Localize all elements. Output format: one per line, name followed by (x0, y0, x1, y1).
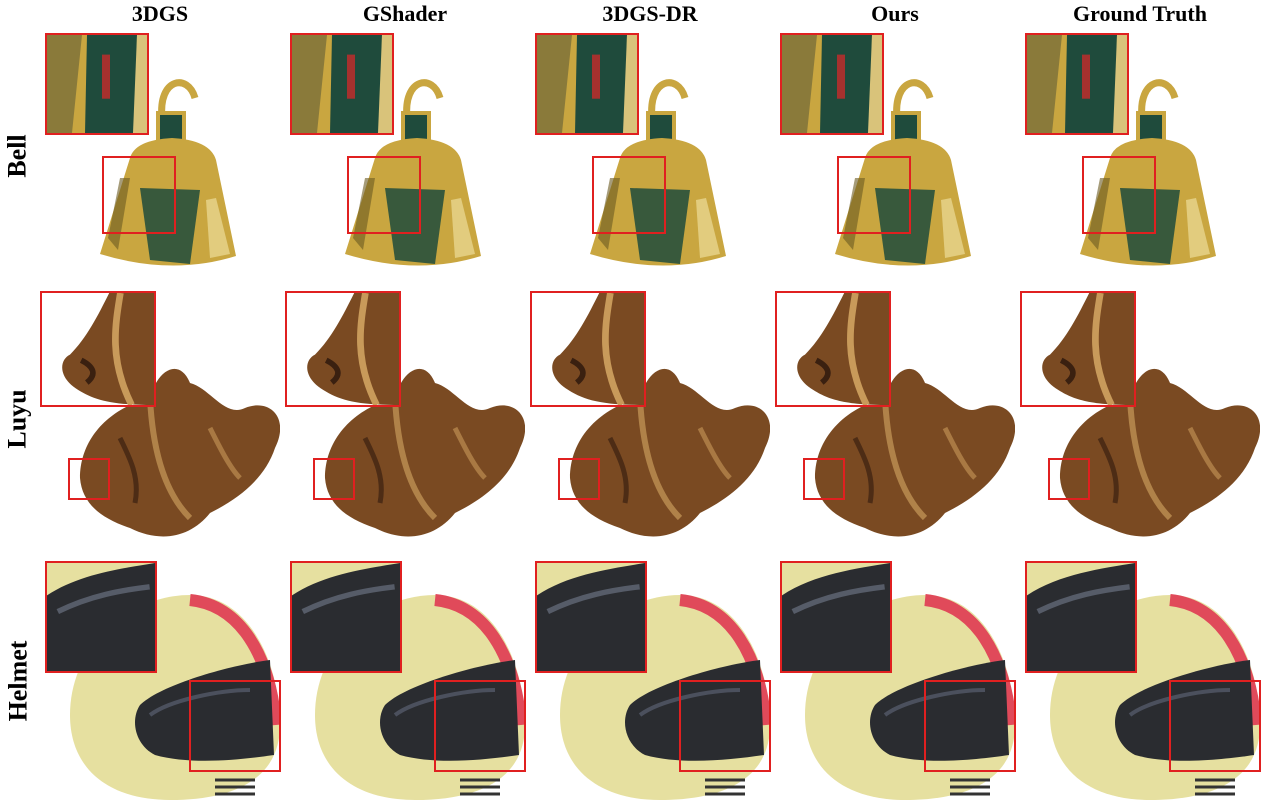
luyu-render (325, 368, 525, 537)
column-header-1: GShader (362, 1, 448, 26)
zoom-region-box (434, 680, 526, 772)
zoom-region-box (68, 458, 110, 500)
zoom-region-box (1169, 680, 1261, 772)
row-label-text: Bell (3, 134, 32, 178)
zoom-inset (285, 291, 401, 407)
zoom-inset (780, 561, 892, 673)
luyu-render (570, 368, 770, 537)
panel-helmet-4 (1020, 555, 1261, 807)
zoom-inset (780, 33, 884, 135)
zoom-inset (775, 291, 891, 407)
panel-helmet-1 (285, 555, 526, 807)
zoom-region-box (313, 458, 355, 500)
zoom-inset (40, 291, 156, 407)
panel-bell-3 (775, 28, 1015, 284)
column-header-2: 3DGS-DR (602, 1, 698, 26)
luyu-render (80, 368, 280, 537)
zoom-region-box (189, 680, 281, 772)
zoom-region-box (837, 156, 911, 234)
panel-bell-2 (530, 28, 770, 284)
row-label-text: Luyu (3, 389, 33, 449)
column-header-3: Ours (871, 1, 919, 26)
panel-luyu-2 (530, 288, 770, 550)
zoom-region-box (102, 156, 176, 234)
panel-bell-4 (1020, 28, 1260, 284)
panel-helmet-2 (530, 555, 771, 807)
zoom-inset (290, 33, 394, 135)
zoom-inset (530, 291, 646, 407)
column-header-0: 3DGS (131, 1, 189, 26)
panel-luyu-0 (40, 288, 280, 550)
panel-bell-1 (285, 28, 525, 284)
panel-luyu-1 (285, 288, 525, 550)
zoom-inset (45, 33, 149, 135)
zoom-region-box (1048, 458, 1090, 500)
zoom-region-box (558, 458, 600, 500)
zoom-region-box (347, 156, 421, 234)
panel-bell-0 (40, 28, 280, 284)
panel-helmet-0 (40, 555, 281, 807)
helmet-render (70, 594, 280, 800)
row-label-helmet: Helmet (0, 555, 36, 807)
zoom-region-box (1082, 156, 1156, 234)
zoom-inset (1025, 561, 1137, 673)
zoom-inset (535, 33, 639, 135)
zoom-inset (1025, 33, 1129, 135)
panel-helmet-3 (775, 555, 1016, 807)
row-label-bell: Bell (0, 28, 36, 284)
zoom-inset (45, 561, 157, 673)
zoom-region-box (679, 680, 771, 772)
zoom-region-box (924, 680, 1016, 772)
luyu-render (815, 368, 1015, 537)
row-label-luyu: Luyu (0, 288, 36, 550)
zoom-inset (290, 561, 402, 673)
luyu-render (1060, 368, 1260, 537)
zoom-region-box (592, 156, 666, 234)
panel-luyu-4 (1020, 288, 1260, 550)
zoom-inset (535, 561, 647, 673)
row-label-text: Helmet (3, 640, 32, 722)
zoom-region-box (803, 458, 845, 500)
column-header-4: Ground Truth (1073, 1, 1207, 26)
panel-luyu-3 (775, 288, 1015, 550)
zoom-inset (1020, 291, 1136, 407)
